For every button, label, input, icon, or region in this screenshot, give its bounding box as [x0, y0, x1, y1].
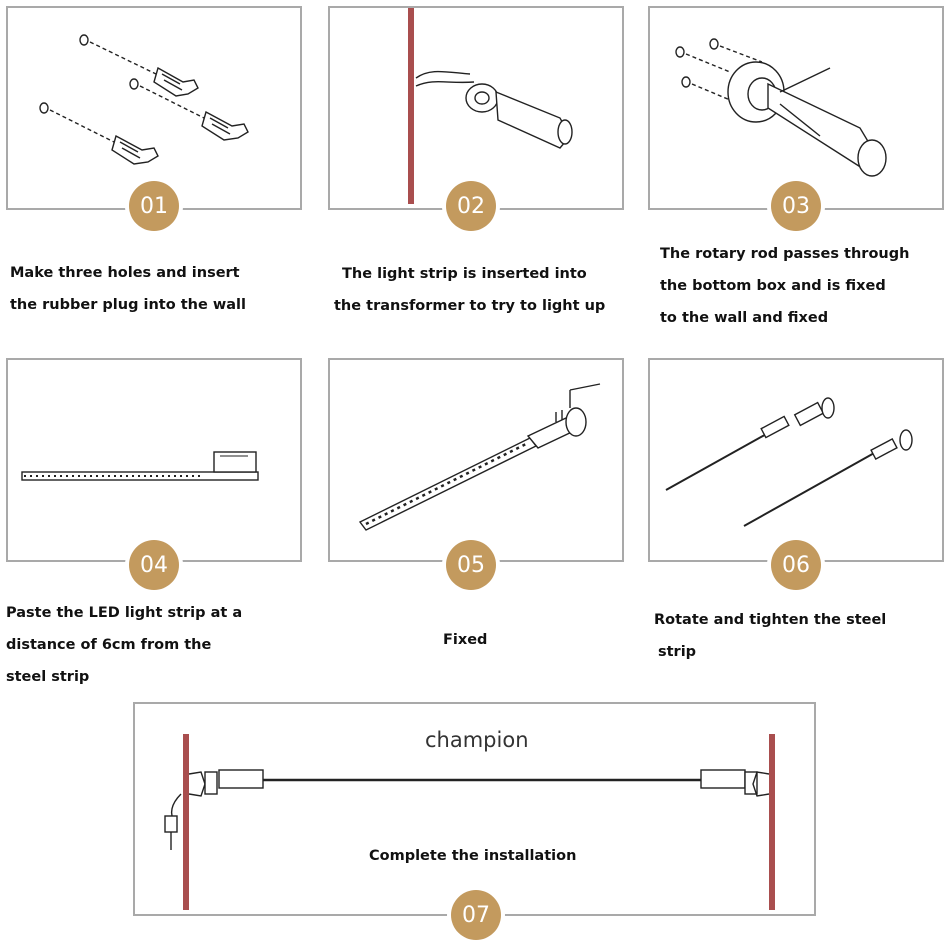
fixed-strip-illustration [358, 383, 601, 531]
step-1-panel [6, 6, 302, 210]
step-number: 05 [446, 540, 496, 590]
step-number: 01 [129, 181, 179, 231]
brand-label: champion [425, 728, 529, 752]
step-number: 02 [446, 181, 496, 231]
step-number: 06 [771, 540, 821, 590]
complete-installation-illustration [164, 734, 775, 910]
step-2-caption: The light strip is inserted into the tra… [334, 258, 605, 322]
caption-line: the rubber plug into the wall [10, 297, 246, 313]
caption-line: steel strip [6, 669, 90, 685]
steel-strip-illustration [665, 397, 913, 527]
step-4-badge: 04 [125, 536, 183, 594]
step-5-badge: 05 [442, 536, 500, 594]
caption-line: Rotate and tighten the steel [654, 612, 887, 628]
step-7-panel: champion Complete the installation [133, 702, 816, 916]
step-3-badge: 03 [767, 177, 825, 235]
final-caption: Complete the installation [369, 848, 577, 864]
caption-line: to the wall and fixed [660, 310, 829, 326]
caption-line: The rotary rod passes through [660, 246, 910, 262]
step-6-caption: Rotate and tighten the steel strip [654, 604, 886, 668]
step-number: 07 [451, 890, 501, 940]
step-1-badge: 01 [125, 177, 183, 235]
step-6-badge: 06 [767, 536, 825, 594]
step-6-panel [648, 358, 944, 562]
step-5-caption: Fixed [443, 624, 487, 656]
caption-line: Make three holes and insert [10, 265, 240, 281]
wall-anchor-illustration [39, 34, 249, 165]
caption-line: distance of 6cm from the [6, 637, 212, 653]
step-3-panel [648, 6, 944, 210]
step-2-panel [328, 6, 624, 210]
caption-line: strip [658, 644, 697, 660]
rotary-rod-illustration [675, 38, 887, 177]
caption-line: Fixed [443, 632, 488, 648]
caption-line: Paste the LED light strip at a [6, 605, 243, 621]
step-number: 03 [771, 181, 821, 231]
caption-line: the bottom box and is fixed [660, 278, 886, 294]
caption-line: the transformer to try to light up [334, 298, 606, 314]
step-1-caption: Make three holes and insert the rubber p… [10, 257, 246, 321]
step-7-badge: 07 [447, 886, 505, 944]
step-3-caption: The rotary rod passes through the bottom… [660, 238, 909, 334]
step-2-badge: 02 [442, 177, 500, 235]
led-strip-illustration [21, 451, 259, 481]
step-5-panel [328, 358, 624, 562]
transformer-illustration [408, 8, 573, 204]
step-4-caption: Paste the LED light strip at a distance … [6, 597, 242, 693]
caption-line: The light strip is inserted into [342, 266, 587, 282]
step-number: 04 [129, 540, 179, 590]
step-4-panel [6, 358, 302, 562]
